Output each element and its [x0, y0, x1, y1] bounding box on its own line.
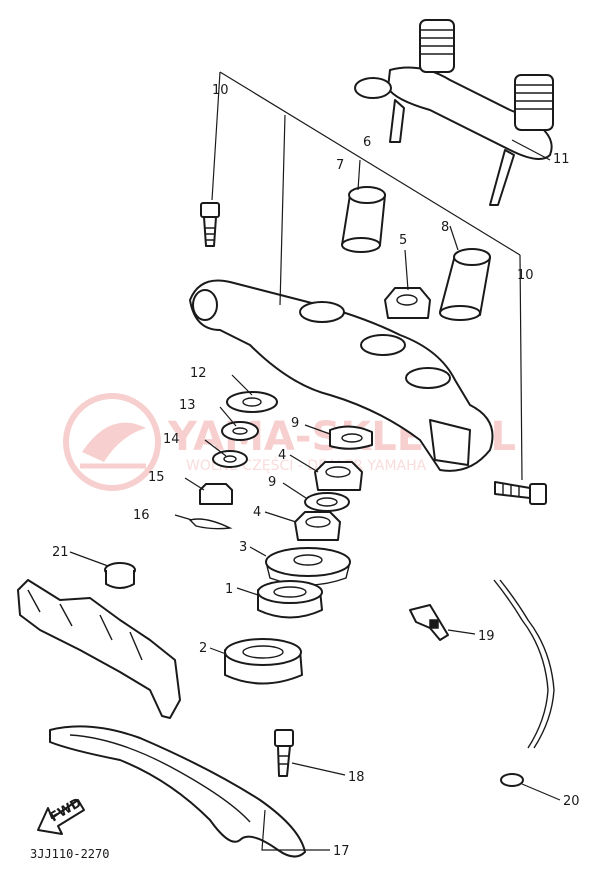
bearing-cover [265, 547, 351, 586]
callout-14: 14 [163, 432, 180, 447]
callout-12: 12 [190, 366, 207, 381]
ring-nut [314, 461, 363, 491]
callout-3: 3 [239, 540, 247, 555]
bolt [494, 481, 547, 505]
handlebar-bushing [439, 248, 491, 321]
callout-19: 19 [478, 629, 495, 644]
upper-bracket [189, 279, 494, 472]
callout-8: 6 [363, 135, 371, 150]
nut [199, 483, 233, 505]
callout-15: 15 [148, 470, 165, 485]
ball-race [224, 638, 303, 685]
washer [221, 421, 259, 441]
handlebar-holder-upper [354, 19, 554, 206]
stay [49, 725, 306, 858]
cotter-pin [188, 518, 233, 530]
callout-6: 9 [291, 416, 299, 431]
fwd-arrow-icon: FWD [37, 795, 85, 835]
ball-race [257, 580, 323, 619]
callout-20: 20 [563, 794, 580, 809]
callout-18: 18 [348, 770, 365, 785]
callout-5: 9 [268, 475, 276, 490]
bolt [274, 729, 294, 777]
callout-1: 1 [225, 582, 233, 597]
leader-lines [69, 139, 561, 851]
hose [493, 579, 555, 787]
callouts: 10 6 7 8 11 5 10 12 13 14 15 16 9 4 9 4 … [52, 83, 580, 859]
lock-washer [329, 425, 373, 450]
rubber-washer [304, 492, 350, 512]
grommet [104, 562, 136, 589]
callout-17: 17 [333, 844, 350, 859]
callout-21: 21 [52, 545, 69, 560]
callout-2: 2 [199, 641, 207, 656]
nut [384, 287, 431, 319]
bolt [200, 202, 220, 247]
callout-7: 5 [399, 233, 407, 248]
callout-4: 4 [253, 505, 261, 520]
callout-10: 10 [517, 268, 534, 283]
washer [226, 391, 278, 413]
callout-9: 8 [441, 220, 449, 235]
handlebar-bushing [341, 186, 386, 253]
watermark-logo [63, 393, 161, 491]
sensor [409, 604, 449, 641]
callout-9: 7 [336, 158, 344, 173]
callout-4: 4 [278, 448, 286, 463]
callout-10: 10 [212, 83, 229, 98]
diagram-code: 3JJ110-2270 [30, 847, 109, 861]
ring-nut [294, 511, 341, 541]
callout-16: 16 [133, 508, 150, 523]
callout-13: 13 [179, 398, 196, 413]
callout-11: 11 [553, 152, 570, 167]
cover-bracket [17, 579, 181, 719]
washer [212, 450, 248, 468]
guide-lines [211, 71, 523, 481]
